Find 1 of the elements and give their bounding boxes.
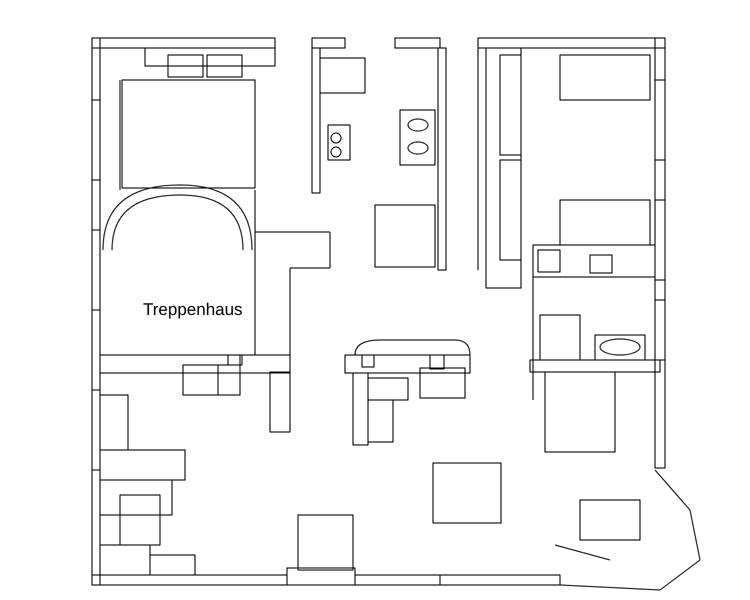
- room-label: Treppenhaus: [143, 300, 243, 320]
